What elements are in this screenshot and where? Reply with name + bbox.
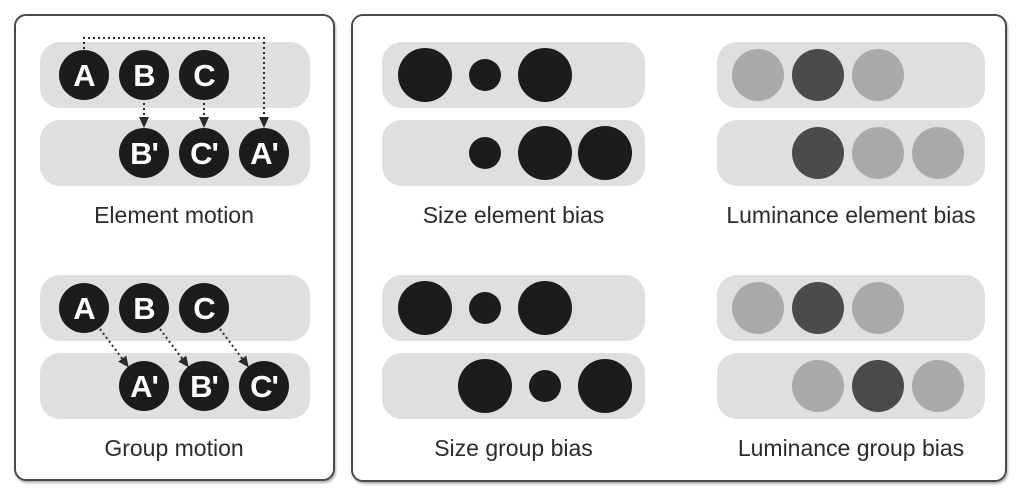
motion-dot-B: B	[119, 283, 169, 333]
dot-letter: C'	[190, 135, 219, 171]
element-motion-arrows	[83, 37, 269, 128]
dot-letter: A'	[130, 368, 159, 404]
motion-dot-A-prime: A'	[239, 128, 289, 178]
size-dot-small	[469, 137, 501, 169]
luminance-dot-dark	[792, 282, 844, 334]
frame1-dots	[353, 16, 683, 248]
size-dot-large	[398, 281, 452, 335]
motion-dot-B-prime: B'	[119, 128, 169, 178]
motion-panel: A B C B' C' A' Element motion A B C A' B' C'	[14, 14, 335, 481]
dot-letter: A	[73, 57, 95, 93]
size-group-bias-subfigure: Size group bias	[353, 249, 683, 479]
luminance-dot-light	[852, 127, 904, 179]
arrow-a-to-a-prime-icon	[99, 328, 129, 368]
frame2-dots: A' B' C'	[16, 249, 332, 479]
size-dot-small	[469, 59, 501, 91]
motion-dot-A: A	[59, 283, 109, 333]
size-dot-large	[518, 126, 572, 180]
luminance-dot-light	[912, 360, 964, 412]
luminance-element-bias-subfigure: Luminance element bias	[683, 16, 1004, 248]
frame2-dots	[683, 249, 1004, 479]
luminance-dot-light	[792, 360, 844, 412]
size-dot-large	[518, 281, 572, 335]
size-dot-large	[398, 48, 452, 102]
subfigure-caption: Group motion	[104, 435, 244, 461]
dot-letter: C	[193, 290, 215, 326]
dot-letter: B'	[190, 368, 219, 404]
size-element-bias-subfigure: Size element bias	[353, 16, 683, 248]
size-dot-small	[529, 370, 561, 402]
frame1-dots	[353, 249, 683, 479]
luminance-dot-light	[732, 282, 784, 334]
luminance-group-bias-subfigure: Luminance group bias	[683, 249, 1004, 479]
frame1-dots	[683, 16, 1004, 248]
motion-dot-C-prime: C'	[179, 128, 229, 178]
subfigure-caption: Luminance group bias	[737, 435, 965, 461]
subfigure-caption: Size group bias	[434, 435, 593, 461]
size-dot-large	[458, 359, 512, 413]
arrow-a-to-a-prime-icon	[83, 37, 269, 128]
frame1-dots	[683, 249, 1004, 479]
luminance-dot-dark	[852, 360, 904, 412]
frame2-dots: B' C' A'	[16, 16, 332, 248]
dot-letter: A	[73, 290, 95, 326]
group-motion-arrows	[99, 328, 249, 368]
motion-dot-A-prime: A'	[119, 361, 169, 411]
size-dot-small	[469, 292, 501, 324]
arrow-b-to-b-prime-icon	[159, 328, 189, 368]
dot-letter: B	[133, 290, 155, 326]
size-dot-large	[518, 48, 572, 102]
luminance-dot-light	[852, 49, 904, 101]
luminance-dot-dark	[792, 127, 844, 179]
group-motion-subfigure: A B C A' B' C' Group motion	[16, 249, 332, 479]
frame2-dots	[353, 16, 683, 248]
subfigure-caption: Luminance element bias	[726, 202, 976, 228]
size-dot-large	[578, 126, 632, 180]
element-motion-subfigure: A B C B' C' A' Element motion	[16, 16, 332, 248]
dot-letter: C	[193, 57, 215, 93]
motion-dot-A: A	[59, 50, 109, 100]
dot-letter: C'	[250, 368, 279, 404]
luminance-dot-light	[732, 49, 784, 101]
luminance-dot-light	[912, 127, 964, 179]
luminance-dot-light	[852, 282, 904, 334]
dot-letter: B'	[130, 135, 159, 171]
arrow-c-to-c-prime-icon	[219, 328, 249, 368]
bias-panel: Size element bias Luminance element bias…	[351, 14, 1007, 482]
dot-letter: A'	[250, 135, 279, 171]
frame1-dots: A B C	[16, 16, 332, 248]
size-dot-large	[578, 359, 632, 413]
motion-dot-C: C	[179, 50, 229, 100]
subfigure-caption: Element motion	[94, 202, 254, 228]
motion-dot-B-prime: B'	[179, 361, 229, 411]
motion-dot-C-prime: C'	[239, 361, 289, 411]
dot-letter: B	[133, 57, 155, 93]
motion-dot-B: B	[119, 50, 169, 100]
frame1-dots: A B C	[16, 249, 332, 479]
luminance-dot-dark	[792, 49, 844, 101]
subfigure-caption: Size element bias	[422, 202, 605, 228]
frame2-dots	[353, 249, 683, 479]
motion-dot-C: C	[179, 283, 229, 333]
frame2-dots	[683, 16, 1004, 248]
